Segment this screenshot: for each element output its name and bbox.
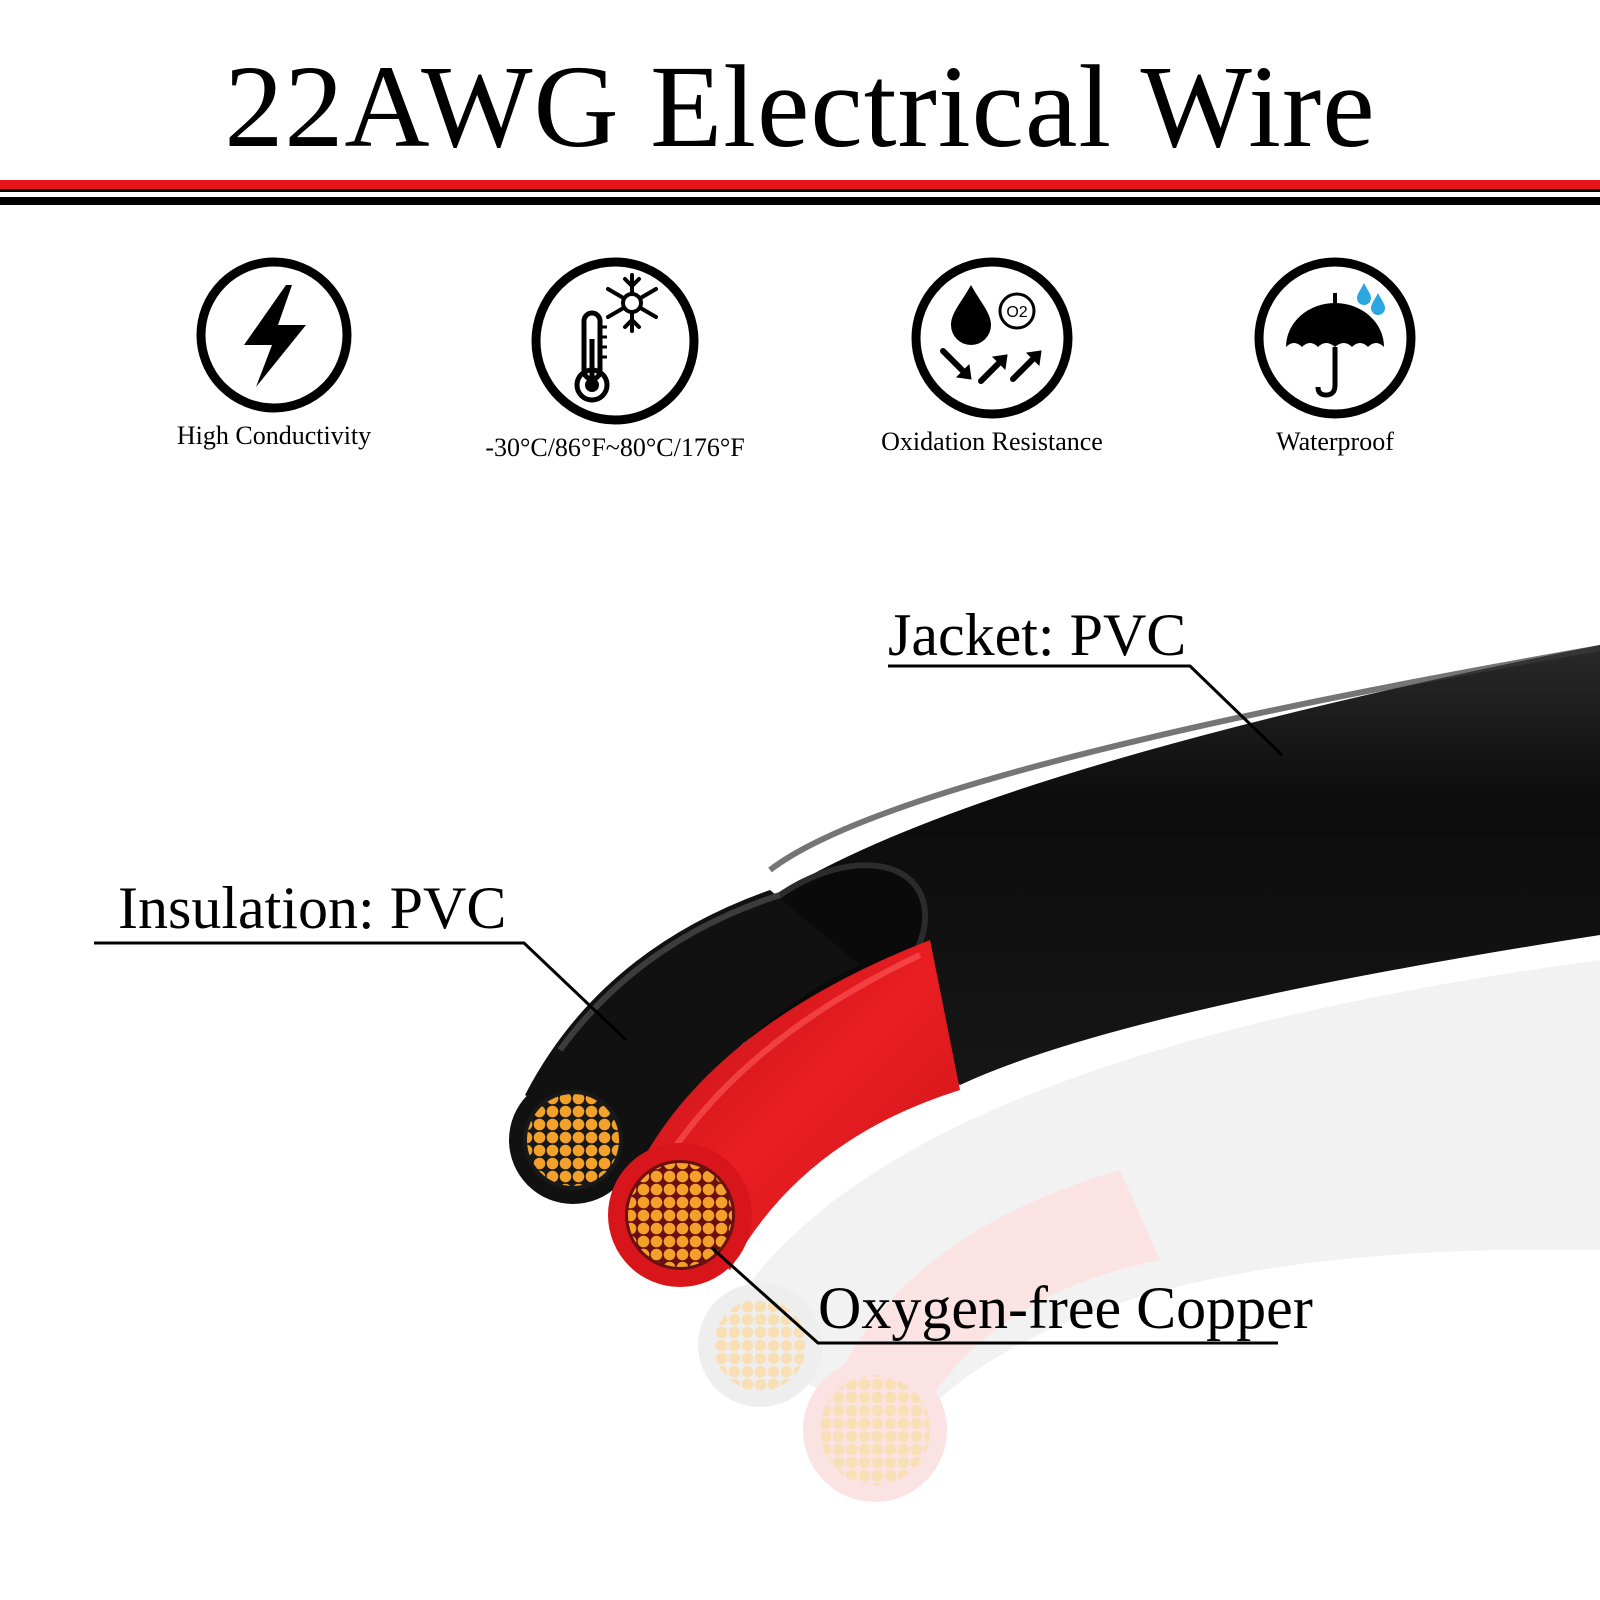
thermometer-snowflake-icon	[531, 257, 699, 425]
feature-label: Oxidation Resistance	[881, 427, 1103, 456]
feature-oxidation: O2 Oxidation Resistance	[842, 255, 1142, 457]
lightning-bolt-icon	[196, 257, 352, 413]
umbrella-rain-icon	[1254, 257, 1416, 419]
insulation-leader-line	[94, 941, 628, 1042]
conductor-label: Oxygen-free Copper	[818, 1275, 1313, 1341]
copper-strands-black	[527, 1094, 619, 1186]
feature-waterproof: Waterproof	[1185, 255, 1485, 457]
feature-label: Waterproof	[1276, 427, 1394, 456]
feature-label: -30°C/86°F~80°C/176°F	[485, 433, 745, 462]
red-stripe	[0, 180, 1600, 189]
cable-reflection	[698, 960, 1600, 1502]
page-title: 22AWG Electrical Wire	[224, 41, 1376, 172]
jacket-label: Jacket: PVC	[888, 602, 1187, 668]
feature-temperature: -30°C/86°F~80°C/176°F	[465, 255, 765, 463]
black-stripe-thin	[0, 189, 1600, 192]
copper-strands-red	[628, 1163, 732, 1267]
insulation-label: Insulation: PVC	[118, 875, 507, 941]
conductor-leader-line	[710, 1246, 1278, 1345]
water-drop-oxygen-icon: O2	[911, 257, 1073, 419]
o2-text: O2	[1006, 304, 1027, 321]
feature-label: High Conductivity	[176, 421, 372, 450]
black-stripe	[0, 197, 1600, 205]
jacket-leader-line	[888, 664, 1284, 757]
feature-conductivity: High Conductivity	[124, 255, 424, 451]
